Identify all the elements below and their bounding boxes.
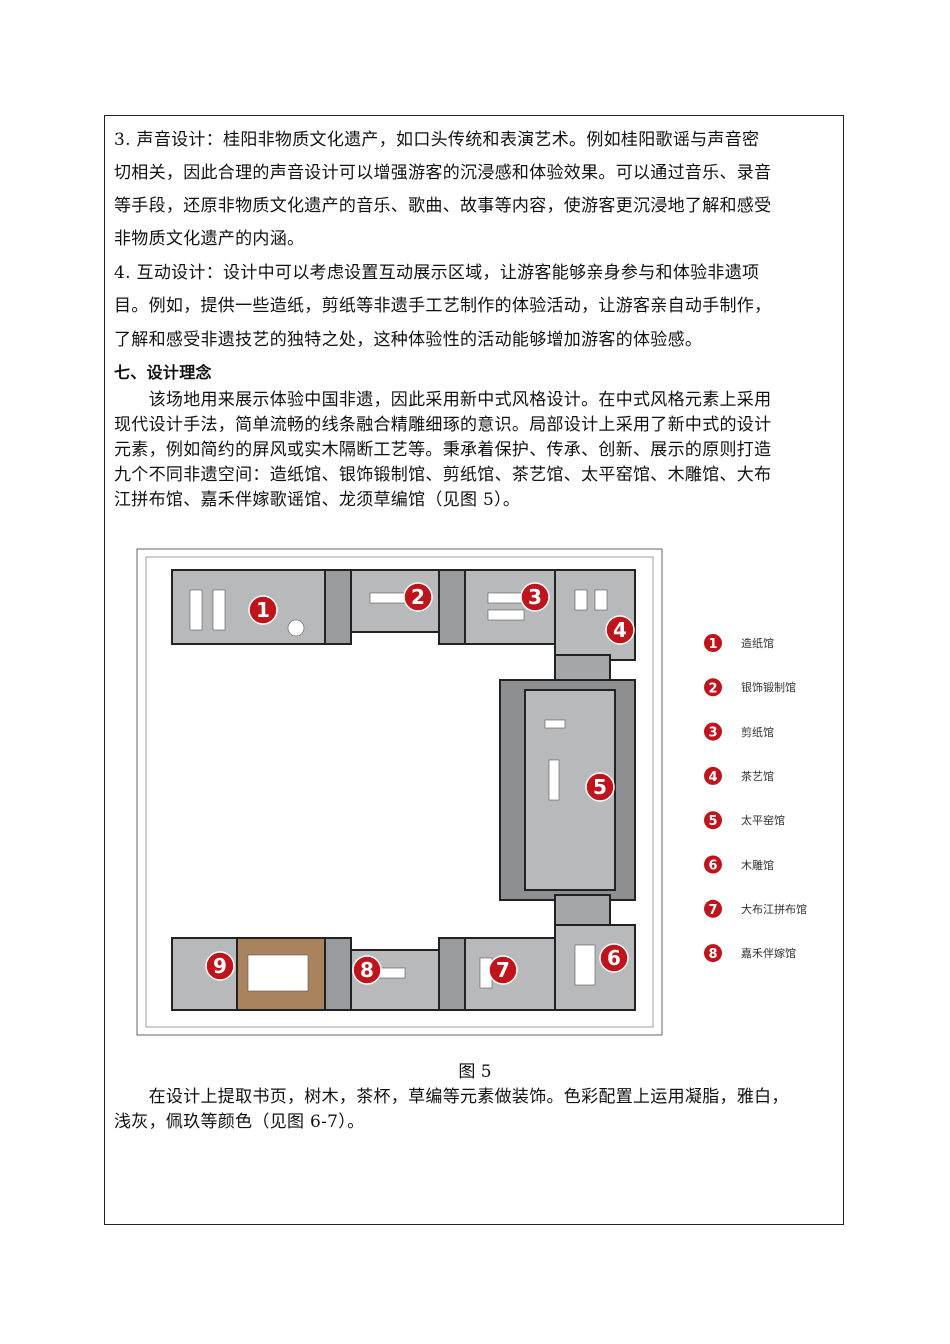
interaction-design-line: 了解和感受非遗技艺的独特之处，这种体验性的活动能够增加游客的体验感。 [114,330,703,350]
legend-number: 5 [708,814,717,829]
room-marker-5: 5 [585,772,615,802]
legend-number: 3 [708,726,717,741]
legend-marker [704,899,722,918]
marker-circle [352,955,382,985]
legend-item: 5 [704,811,722,830]
marker-number: 1 [256,598,270,622]
marker-number: 5 [593,775,607,799]
legend-marker [704,722,722,741]
legend-number: 7 [708,903,717,918]
marker-circle [605,615,635,645]
marker-number: 2 [411,585,425,609]
concept-line: 江拼布馆、嘉禾伴嫁歌谣馆、龙须草编馆（见图 5）。 [114,490,521,510]
room-marker-6: 6 [599,943,629,973]
marker-number: 3 [528,585,542,609]
room-marker-1: 1 [248,595,278,625]
legend-label: 茶艺馆 [741,769,774,783]
interaction-design-line: 目。例如，提供一些造纸，剪纸等非遗手工艺制作的体验活动，让游客亲自动手制作， [114,296,772,316]
marker-circle [488,955,518,985]
marker-number: 7 [496,958,510,982]
sound-design-line: 3. 声音设计：桂阳非物质文化遗产，如口头传统和表演艺术。例如桂阳歌谣与声音密 [114,130,760,150]
legend-label: 木雕馆 [741,858,774,872]
right-wing [499,654,636,931]
stair [438,569,466,645]
legend-label: 嘉禾伴嫁馆 [741,947,796,961]
stair [324,937,352,1011]
stair [438,937,466,1011]
legend-number: 4 [708,770,717,785]
legend-label: 造纸馆 [741,637,774,650]
legend-label: 银饰锻制馆 [741,681,796,695]
stair [324,569,352,645]
legend-item: 7 [704,899,722,918]
legend-item: 4 [704,766,722,785]
room-marker-9: 9 [205,951,235,981]
marker-number: 4 [613,618,627,642]
legend-marker [704,634,722,652]
marker-number: 9 [213,954,227,978]
legend-number: 8 [708,947,717,962]
interaction-design-line: 4. 互动设计：设计中可以考虑设置互动展示区域，让游客能够亲身参与和体验非遗项 [114,263,760,283]
sound-design-line: 非物质文化遗产的内涵。 [114,229,305,249]
legend-number: 6 [708,859,717,874]
marker-circle [248,595,278,625]
figure-caption: 图 5 [458,1062,492,1082]
legend-label: 大布江拼布馆 [741,902,807,916]
legend-marker [704,944,722,963]
room-marker-4: 4 [605,615,635,645]
marker-circle [205,951,235,981]
furniture [189,589,608,992]
legend-marker [704,855,722,874]
room-marker-7: 7 [488,955,518,985]
legend-number: 1 [708,637,717,652]
legend-item: 6 [704,855,722,874]
marker-number: 8 [360,958,374,982]
legend-label: 剪纸馆 [741,725,774,739]
closing-line: 浅灰，佩玖等颜色（见图 6-7）。 [114,1112,365,1132]
bottom-wing [171,924,636,1011]
legend-item: 2 [704,678,722,697]
concept-line: 该场地用来展示体验中国非遗，因此采用新中式风格设计。在中式风格元素上采用 [114,390,772,410]
marker-circle [585,772,615,802]
legend-item: 3 [704,722,722,741]
legend-marker [704,678,722,697]
concept-line: 九个不同非遗空间：造纸馆、银饰锻制馆、剪纸馆、茶艺馆、太平窑馆、木雕馆、大布 [114,465,772,485]
room-tea [554,569,636,661]
marker-number: 6 [607,946,621,970]
table-cell-frame [104,115,844,1225]
concept-line: 现代设计手法，简单流畅的线条融合精雕细琢的意识。局部设计上采用了新中式的设计 [114,415,772,435]
legend-marker [704,766,722,785]
legend-item: 8 [704,944,722,963]
top-wing [171,569,636,661]
marker-circle [403,582,433,612]
concept-line: 元素，例如简约的屏风或实木隔断工艺等。秉承着保护、传承、创新、展示的原则打造 [114,440,772,460]
section-heading: 七、设计理念 [114,363,212,382]
legend-label: 太平窑馆 [741,814,785,828]
sound-design-line: 等手段，还原非物质文化遗产的音乐、歌曲、故事等内容，使游客更沉浸地了解和感受 [114,196,772,216]
round-table [287,619,305,637]
legend-marker [704,811,722,830]
legend-item: 1 [704,634,722,652]
room-marker-2: 2 [403,582,433,612]
closing-line: 在设计上提取书页，树木，茶杯，草编等元素做装饰。色彩配置上运用凝脂，雅白， [114,1087,789,1107]
marker-circle [520,582,550,612]
sound-design-line: 切相关，因此合理的声音设计可以增强游客的沉浸感和体验效果。可以通过音乐、录音 [114,163,772,183]
room-marker-8: 8 [352,955,382,985]
plan-inner-frame [145,556,654,1028]
legend-number: 2 [708,681,717,696]
room-marker-3: 3 [520,582,550,612]
plan-outer-frame [136,548,663,1036]
marker-circle [599,943,629,973]
room-markers: 1 2 3 4 5 6 7 8 9 [205,582,635,985]
